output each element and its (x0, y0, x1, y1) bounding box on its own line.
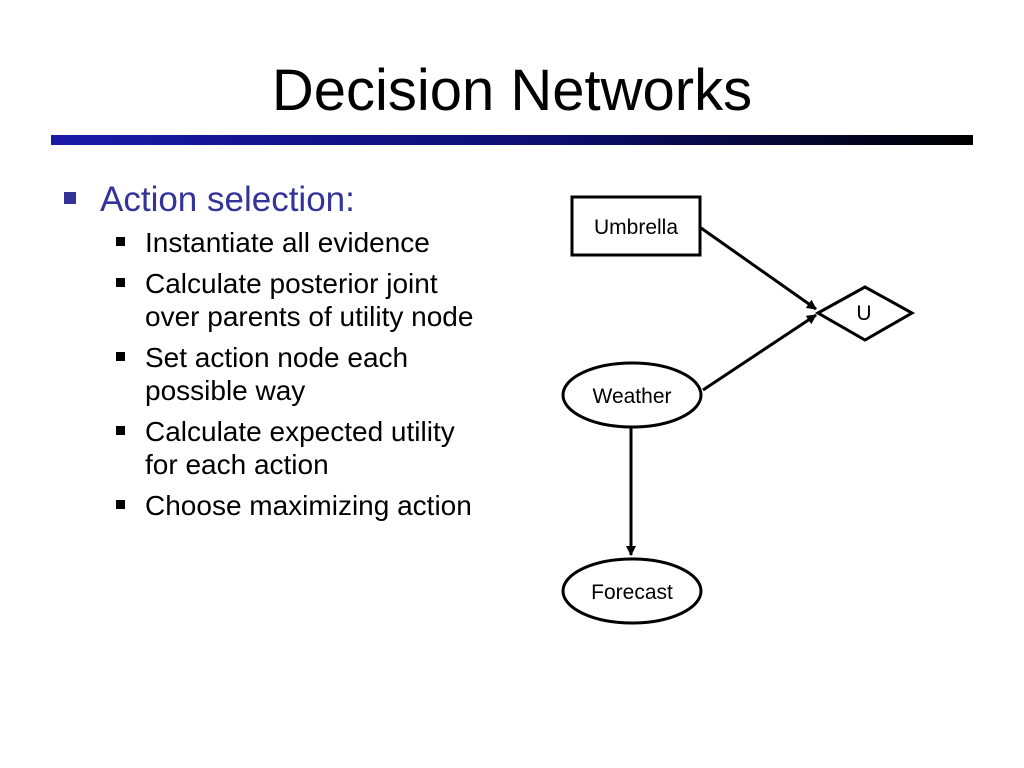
chance-node-ellipse (561, 361, 703, 429)
bullet-action-selection: Action selection: (62, 180, 482, 220)
node-label-umbrella: Umbrella (594, 216, 678, 239)
node-umbrella: Umbrella (570, 195, 702, 257)
arrow-weather-to-utility (702, 313, 817, 392)
node-utility: U (814, 285, 916, 342)
node-weather: Weather (561, 361, 703, 429)
sub-bullet-item: Instantiate all evidence (106, 226, 482, 259)
sub-bullet-text: Set action node each possible way (145, 342, 409, 406)
square-bullet-icon (116, 352, 125, 361)
sub-bullet-item: Calculate expected utility for each acti… (106, 415, 482, 481)
arrow-umbrella-to-utility (700, 226, 817, 311)
sub-bullet-list: Instantiate all evidence Calculate poste… (62, 226, 482, 522)
square-bullet-icon (64, 192, 76, 204)
node-label-weather: Weather (593, 385, 672, 408)
sub-bullet-text: Calculate expected utility for each acti… (145, 416, 455, 480)
square-bullet-icon (116, 500, 125, 509)
sub-bullet-text: Instantiate all evidence (145, 227, 430, 258)
square-bullet-icon (116, 426, 125, 435)
slide-title: Decision Networks (271, 58, 753, 123)
node-forecast: Forecast (561, 557, 703, 625)
node-label-utility: U (856, 302, 871, 325)
sub-bullet-item: Set action node each possible way (106, 341, 482, 407)
chance-node-ellipse (561, 557, 703, 625)
bullet-text: Action selection: (100, 180, 355, 219)
title-underline (51, 135, 973, 145)
utility-node-diamond (814, 285, 916, 342)
node-label-forecast: Forecast (591, 581, 673, 604)
square-bullet-icon (116, 237, 125, 246)
sub-bullet-item: Choose maximizing action (106, 489, 482, 522)
sub-bullet-item: Calculate posterior joint over parents o… (106, 267, 482, 333)
bullet-list: Action selection: Instantiate all eviden… (62, 180, 482, 530)
square-bullet-icon (116, 278, 125, 287)
action-node-box (570, 195, 702, 257)
sub-bullet-text: Choose maximizing action (145, 490, 472, 521)
sub-bullet-text: Calculate posterior joint over parents o… (145, 268, 474, 332)
